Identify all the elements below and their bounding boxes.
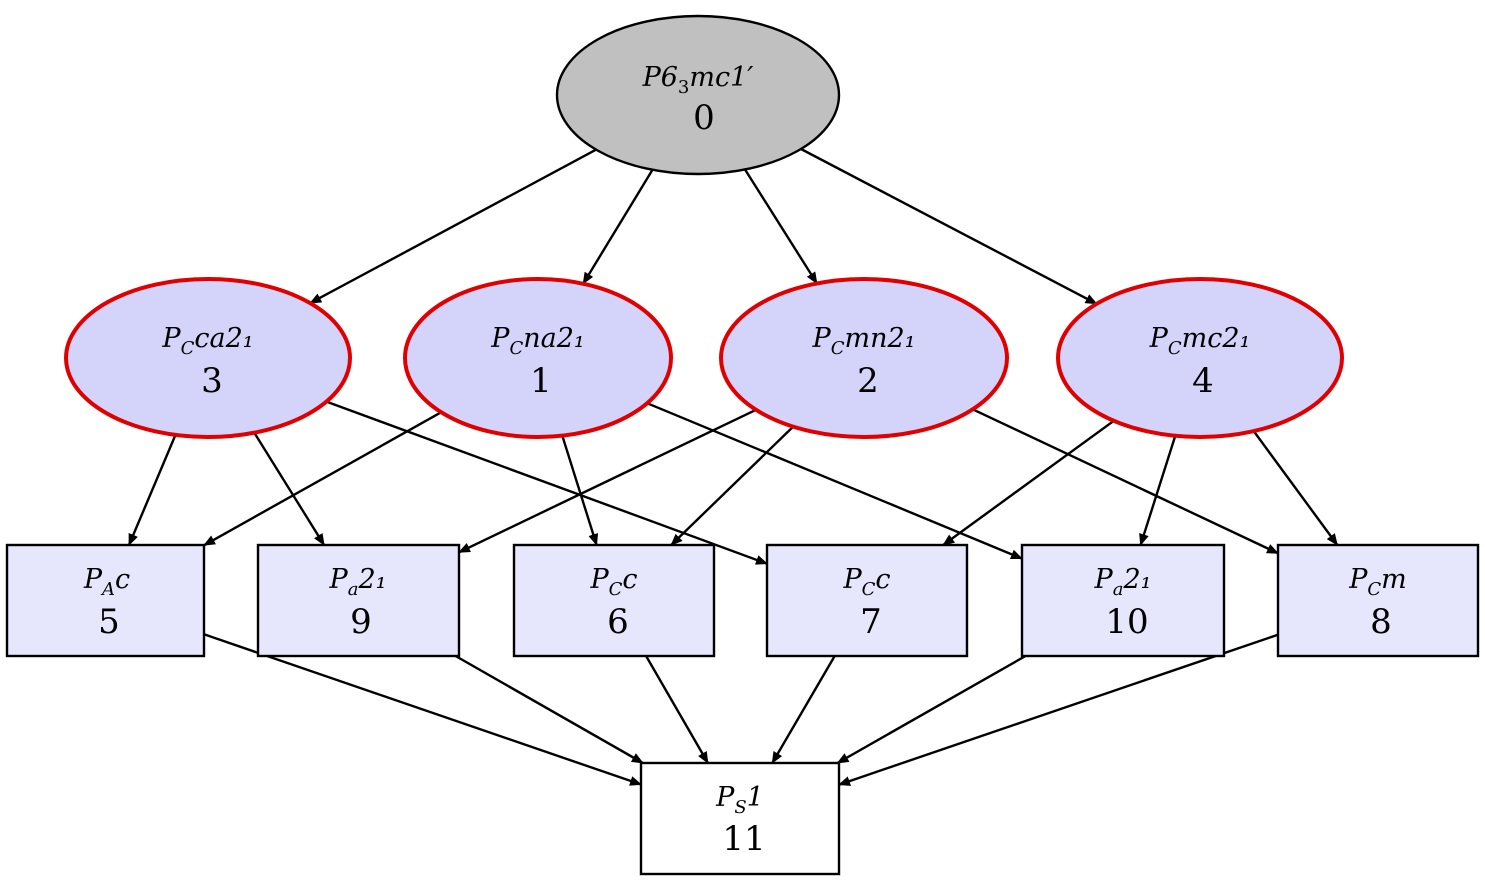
node-7-shape [765,543,969,658]
node-1-shape [403,277,673,439]
node-3-label: PCca2₁ [161,323,253,359]
node-8[interactable]: PCm 8 [1276,543,1480,658]
node-1[interactable]: PCna2₁ 1 [403,277,673,439]
node-0-shape [555,14,841,176]
node-10-label: Pa2₁ [1094,564,1152,600]
node-0-id: 0 [693,98,715,138]
edge-4-to-7 [942,419,1115,546]
node-10-id: 10 [1105,602,1148,642]
node-2-shape [719,277,1009,439]
edge-0-to-2 [743,168,818,285]
edge-3-to-5 [127,434,177,546]
edge-3-to-7 [325,400,768,565]
node-2-id: 2 [857,361,879,401]
edge-8-to-11 [838,633,1279,786]
node-6-id: 6 [607,602,629,642]
edge-2-to-9 [458,408,757,554]
node-0-label: P63mc1′ [642,62,754,98]
edge-2-to-6 [670,425,795,546]
node-4-id: 4 [1192,361,1214,401]
edge-3-to-9 [253,432,326,546]
node-5[interactable]: PAc 5 [5,543,206,658]
node-10-shape [1020,543,1226,658]
node-4-label: PCmc2₁ [1149,323,1251,359]
node-1-label: PCna2₁ [490,323,584,359]
edges [127,147,1339,786]
edge-10-to-11 [836,654,1027,765]
edge-9-to-11 [455,654,644,765]
node-9-label: Pa2₁ [329,564,387,600]
node-1-id: 1 [530,361,552,401]
node-11-id: 11 [722,819,765,859]
edge-7-to-11 [771,655,836,764]
node-2[interactable]: PCmn2₁ 2 [719,277,1009,439]
edge-4-to-10 [1139,435,1177,546]
edge-2-to-8 [972,408,1279,555]
edge-5-to-11 [203,633,642,786]
node-3[interactable]: PCca2₁ 3 [64,277,352,439]
node-9-shape [256,543,461,658]
node-4-shape [1056,277,1344,439]
node-10[interactable]: Pa2₁ 10 [1020,543,1226,658]
node-11-label: PS1 [715,782,764,818]
node-3-id: 3 [201,361,223,401]
edge-0-to-3 [309,148,597,305]
node-4[interactable]: PCmc2₁ 4 [1056,277,1344,439]
node-6-label: PCc [589,564,637,600]
node-6[interactable]: PCc 6 [512,543,716,658]
node-5-shape [5,543,206,658]
node-2-label: PCmn2₁ [812,323,916,359]
node-9-id: 9 [350,602,372,642]
node-11-shape [639,761,841,876]
node-5-label: PAc [83,564,130,600]
node-8-shape [1276,543,1480,658]
node-3-shape [64,277,352,439]
edge-1-to-5 [203,411,442,547]
node-6-shape [512,543,716,658]
edge-4-to-8 [1252,430,1339,546]
node-0[interactable]: P63mc1′ 0 [555,14,841,176]
node-9[interactable]: Pa2₁ 9 [256,543,461,658]
edge-0-to-4 [800,147,1098,305]
edge-0-to-1 [582,169,654,285]
edge-6-to-11 [645,655,709,764]
node-7-label: PCc [842,564,890,600]
node-11[interactable]: PS1 11 [639,761,841,876]
edge-1-to-6 [561,435,599,546]
node-5-id: 5 [98,602,120,642]
node-8-id: 8 [1370,602,1392,642]
node-7[interactable]: PCc 7 [765,543,969,658]
node-7-id: 7 [860,602,882,642]
node-8-label: PCm [1348,564,1407,600]
